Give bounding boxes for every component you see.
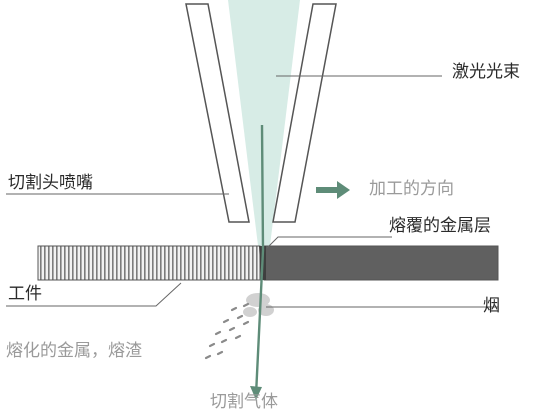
label-clad-layer: 熔覆的金属层 [389,216,491,236]
nozzle-left-wall [185,3,250,223]
leader-clad-layer [266,236,392,249]
label-molten-metal: 熔化的金属，熔渣 [6,341,142,361]
gas-stream [254,124,265,396]
molten-droplets [204,302,250,360]
label-workpiece: 工件 [8,284,42,304]
smoke-cloud [243,293,274,317]
label-nozzle: 切割头喷嘴 [8,173,93,193]
nozzle-right-wall [272,3,337,223]
label-direction: 加工的方向 [369,179,454,199]
label-laser-beam: 激光光束 [452,62,520,82]
arrow-right-icon [316,181,350,199]
gas-arrowhead [250,386,262,400]
leader-workpiece [6,282,182,307]
label-smoke: 烟 [483,296,500,316]
label-cutting-gas: 切割气体 [210,392,278,412]
laser-beam-cone [228,0,300,262]
workpiece-striped [37,245,261,281]
clad-metal-layer [263,245,499,281]
